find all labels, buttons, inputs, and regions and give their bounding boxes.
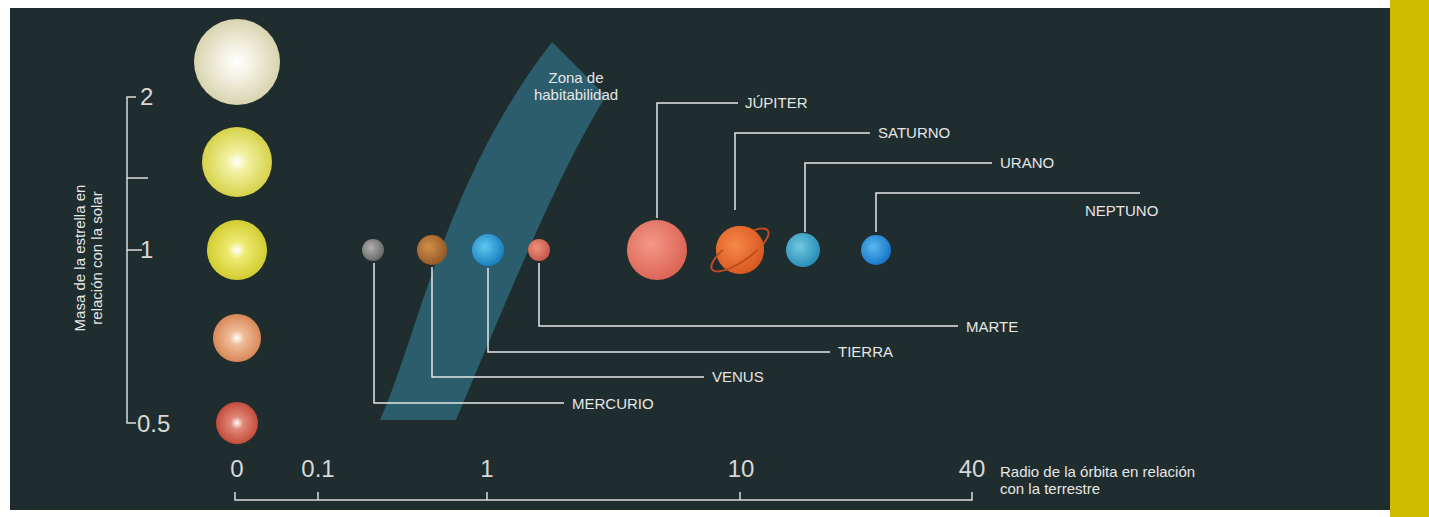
axis-tick-label: 1: [140, 236, 153, 264]
axis-tick-label: 0.1: [301, 455, 334, 483]
side-strip: [1390, 0, 1429, 517]
axis-tick-label: 40: [959, 455, 986, 483]
axis-tick-label: 1: [480, 455, 493, 483]
zone-label: Zona de habitabilidad: [521, 69, 631, 104]
axis-tick-label: 0.5: [137, 410, 170, 438]
axis-title: Radio de la órbita en relación con la te…: [1000, 463, 1210, 498]
axis-tick-label: 10: [728, 455, 755, 483]
planet-label: MERCURIO: [572, 395, 654, 412]
planet-label: MARTE: [966, 318, 1018, 335]
planet-label: SATURNO: [878, 124, 950, 141]
axis-tick-label: 0: [230, 455, 243, 483]
star-sequence: [194, 19, 280, 444]
planet-label: NEPTUNO: [1085, 202, 1158, 219]
orbit-axis: [235, 492, 972, 500]
planet-label: JÚPITER: [745, 94, 808, 111]
axis-title: Masa de la estrella en relación con la s…: [71, 158, 106, 358]
background-panel: [10, 8, 1390, 510]
planet-label: TIERRA: [838, 343, 893, 360]
planets: [362, 220, 891, 280]
planet-label: VENUS: [712, 368, 764, 385]
leader-lines: [374, 103, 1140, 403]
planet-label: URANO: [1000, 154, 1054, 171]
axis-tick-label: 2: [140, 83, 153, 111]
